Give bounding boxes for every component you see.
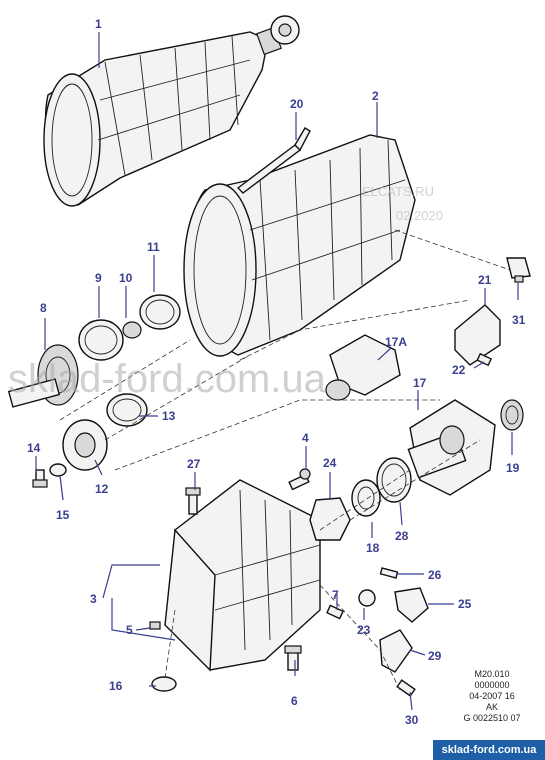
site-badge[interactable]: sklad-ford.com.ua: [433, 740, 545, 760]
callout-9: 9: [95, 271, 102, 285]
reference-line-1: M20.010: [474, 669, 510, 679]
part-20-hex-key: [236, 127, 311, 194]
part-1-transmission-case: [43, 15, 300, 207]
callout-2: 2: [372, 89, 379, 103]
callout-leaders: [35, 32, 519, 711]
reference-line-3: 04-2007 16: [469, 691, 515, 701]
part-31-sensor: [506, 257, 531, 283]
part-30-bolt: [396, 679, 416, 697]
part-25-sensor: [394, 587, 429, 623]
part-13-gasket: [106, 393, 148, 427]
alignment-lines: [59, 229, 511, 691]
callout-5: 5: [126, 623, 133, 637]
watermark-secondary-1: ELCATS.RU: [362, 184, 434, 199]
callout-15: 15: [56, 508, 70, 522]
reference-line-5: G 0022510 07: [463, 713, 521, 723]
callout-16: 16: [109, 679, 123, 693]
callout-13: 13: [162, 409, 176, 423]
callout-10: 10: [119, 271, 133, 285]
part-29-switch: [379, 629, 413, 673]
callout-17a: 17A: [385, 335, 407, 349]
callout-3: 3: [90, 592, 97, 606]
part-14-bolt: [32, 469, 48, 488]
callout-20: 20: [290, 97, 304, 111]
callout-14: 14: [27, 441, 41, 455]
callout-12: 12: [95, 482, 109, 496]
part-21-bracket: [454, 304, 501, 366]
callout-8: 8: [40, 301, 47, 315]
part-18-oil-seal: [351, 479, 381, 517]
part-27-bolt: [185, 487, 201, 515]
callout-19: 19: [506, 461, 520, 475]
part-9-seal-ring: [78, 319, 124, 361]
part-7-plug: [358, 589, 376, 607]
watermark-secondary-2: 02.2020: [396, 208, 443, 223]
part-24-coupling: [309, 497, 351, 541]
watermark-main: sklad-ford.com.ua: [8, 357, 327, 401]
part-23-bolt: [326, 604, 344, 620]
part-8-input-shaft: [7, 344, 79, 408]
part-10-bearing: [122, 321, 142, 339]
callout-28: 28: [395, 529, 409, 543]
callout-27: 27: [187, 457, 201, 471]
part-17-output-flange: [407, 399, 496, 496]
callout-7: 7: [332, 588, 339, 602]
callout-22: 22: [452, 363, 466, 377]
part-4-bolt: [288, 468, 311, 491]
reference-block: M20.010 0000000 04-2007 16 AK G 0022510 …: [452, 669, 532, 724]
reference-line-4: AK: [485, 702, 498, 712]
callout-26: 26: [428, 568, 442, 582]
callout-23: 23: [357, 623, 371, 637]
part-19-speed-gear: [500, 399, 524, 431]
part-3-extension-housing: [164, 479, 321, 672]
part-22-bolt: [476, 352, 493, 367]
callout-1: 1: [95, 17, 102, 31]
part-11-snap-ring: [139, 294, 181, 330]
part-28-ring: [376, 457, 412, 503]
callout-17: 17: [413, 376, 427, 390]
callout-11: 11: [147, 240, 160, 254]
callout-18: 18: [366, 541, 380, 555]
part-26-pin: [379, 567, 399, 579]
part-5-pin: [149, 621, 161, 630]
part-12-retainer: [62, 419, 108, 471]
part-6-bolt: [284, 645, 302, 671]
callout-21: 21: [478, 273, 492, 287]
reference-line-2: 0000000: [474, 680, 510, 690]
part-16-seal: [151, 676, 177, 692]
callout-4: 4: [302, 431, 309, 445]
callout-29: 29: [428, 649, 442, 663]
part-15-washer: [49, 463, 67, 477]
callout-labels: 1 2 3 4 5 6 7 8 9 10 11 12 13 14 15 16 1…: [27, 17, 526, 727]
callout-30: 30: [405, 713, 419, 727]
callout-31: 31: [512, 313, 526, 327]
callout-6: 6: [291, 694, 298, 708]
part-2-transmission-case: [183, 134, 416, 357]
part-17a-flange: [325, 334, 401, 401]
callout-24: 24: [323, 456, 337, 470]
callout-25: 25: [458, 597, 472, 611]
